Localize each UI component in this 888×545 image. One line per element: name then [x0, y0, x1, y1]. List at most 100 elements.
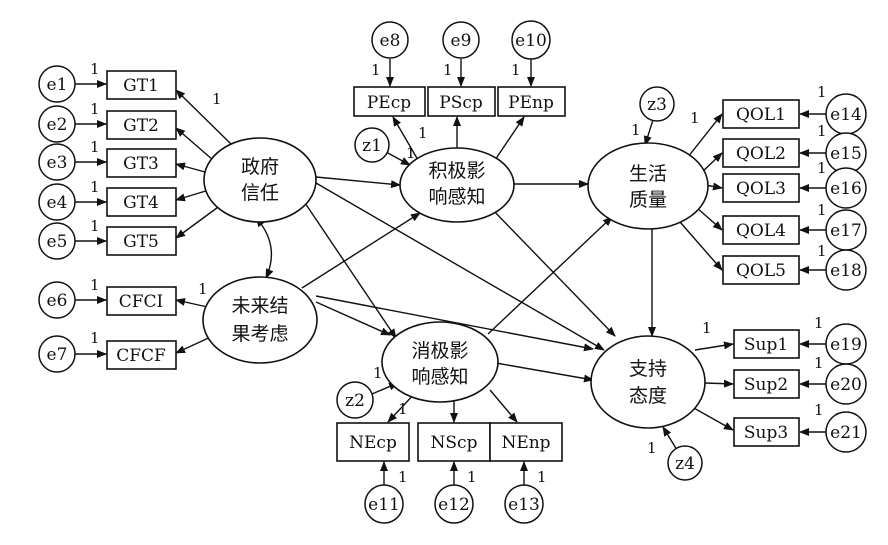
error-e18: e18	[825, 249, 867, 291]
weight-e15: 1	[817, 122, 827, 140]
svg-text:NEcp: NEcp	[349, 433, 397, 453]
svg-text:QOL3: QOL3	[736, 179, 786, 199]
latent-support: 支持 态度	[590, 335, 706, 429]
weight-e19: 1	[814, 314, 824, 332]
edge-quality-QOL5	[679, 221, 723, 271]
indicator-NEnp: NEnp	[489, 422, 563, 462]
edge-future-negative	[315, 301, 391, 336]
svg-text:PScp: PScp	[439, 93, 483, 113]
svg-text:CFCF: CFCF	[116, 346, 166, 366]
svg-text:PEcp: PEcp	[367, 93, 411, 113]
disturbance-z4: z4	[667, 445, 703, 481]
edge-z1-positive	[385, 151, 411, 166]
edge-trust-support	[315, 182, 605, 351]
svg-text:e10: e10	[515, 31, 547, 51]
observed-variables: GT1 GT2 GT3 GT4 GT5 CFCI CFCF PEcp PScp …	[106, 70, 800, 462]
weight-e10: 1	[511, 61, 521, 79]
weight-e3: 1	[90, 138, 100, 156]
indicator-GT5: GT5	[106, 226, 177, 256]
svg-text:e13: e13	[508, 495, 540, 515]
edge-quality-QOL4	[695, 206, 723, 231]
fixed-weights: 1 1 1 1 1 1 1 1 1 1 1 1 1 1 1 1 1 1 1 1 …	[90, 60, 827, 486]
error-e10: e10	[511, 20, 551, 60]
svg-text:生活: 生活	[629, 163, 667, 185]
latent-variables: 政府 信任 未来结 果考虑 积极影 响感知 消极影 响感知 生活 质量 支持 态…	[202, 137, 709, 429]
svg-text:e4: e4	[47, 193, 68, 213]
edge-z4-support	[662, 426, 678, 451]
edge-trust-GT3	[175, 162, 206, 173]
svg-text:NScp: NScp	[431, 433, 478, 453]
svg-text:e1: e1	[47, 75, 68, 95]
svg-text:e12: e12	[438, 495, 470, 515]
svg-text:e14: e14	[830, 105, 862, 125]
edge-z3-quality	[643, 119, 654, 146]
indicator-QOL2: QOL2	[722, 138, 800, 168]
weight-e17: 1	[817, 201, 827, 219]
edge-cov-trust-future	[255, 216, 274, 279]
weight-e20: 1	[814, 354, 824, 372]
svg-text:未来结: 未来结	[231, 295, 288, 317]
indicator-QOL5: QOL5	[722, 255, 800, 285]
weight-e13: 1	[537, 468, 547, 486]
svg-text:e3: e3	[47, 153, 68, 173]
svg-text:QOL1: QOL1	[736, 105, 786, 125]
svg-text:z3: z3	[647, 95, 667, 115]
weight-e14: 1	[817, 83, 827, 101]
error-e16: e16	[825, 167, 867, 209]
error-e2: e2	[38, 105, 76, 143]
svg-text:e6: e6	[47, 291, 68, 311]
indicator-QOL1: QOL1	[722, 99, 800, 129]
weight-positive-PEcp: 1	[418, 124, 428, 142]
weight-e4: 1	[90, 178, 100, 196]
edge-negative-support	[495, 362, 594, 383]
edge-trust-negative	[302, 199, 397, 339]
error-e21: e21	[825, 411, 867, 453]
edge-positive-support	[489, 206, 616, 337]
svg-text:e20: e20	[830, 375, 862, 395]
svg-text:消极影: 消极影	[411, 340, 468, 362]
indicator-NEcp: NEcp	[336, 422, 410, 462]
weight-e12: 1	[467, 468, 477, 486]
error-e1: e1	[38, 65, 76, 103]
svg-text:支持: 支持	[629, 358, 667, 380]
edge-trust-GT4	[175, 189, 210, 202]
indicator-GT3: GT3	[106, 148, 177, 178]
weight-e9: 1	[443, 61, 453, 79]
disturbance-z3: z3	[639, 86, 675, 122]
edge-support-Sup2	[704, 379, 734, 388]
svg-text:GT2: GT2	[123, 116, 159, 136]
svg-text:NEnp: NEnp	[501, 433, 550, 453]
edge-trust-positive	[315, 176, 401, 189]
error-terms: e1 e2 e3 e4 e5 e6 e7 e8 e9 e10 z1 z2 z3 …	[38, 20, 867, 524]
error-e20: e20	[825, 363, 867, 405]
svg-text:QOL2: QOL2	[736, 144, 786, 164]
weight-e6: 1	[90, 276, 100, 294]
error-e13: e13	[504, 484, 544, 524]
indicator-PScp: PScp	[427, 86, 496, 117]
error-e3: e3	[38, 143, 76, 181]
latent-negative: 消极影 响感知	[381, 321, 499, 403]
error-e9: e9	[442, 21, 480, 59]
edge-trust-GT1	[175, 89, 233, 146]
svg-text:e2: e2	[47, 115, 68, 135]
indicator-QOL4: QOL4	[722, 215, 800, 245]
svg-text:e8: e8	[380, 31, 401, 51]
error-e6: e6	[38, 281, 76, 319]
svg-text:GT1: GT1	[123, 76, 159, 96]
svg-text:GT4: GT4	[123, 193, 159, 213]
weight-e5: 1	[90, 217, 100, 235]
svg-text:e15: e15	[830, 144, 862, 164]
weight-e11: 1	[398, 468, 408, 486]
svg-text:GT3: GT3	[123, 154, 159, 174]
svg-text:e18: e18	[830, 261, 862, 281]
weight-support-Sup1: 1	[702, 319, 712, 337]
weight-z1: 1	[406, 144, 416, 162]
svg-text:z1: z1	[362, 136, 382, 156]
error-e19: e19	[825, 323, 867, 365]
svg-text:Sup1: Sup1	[744, 335, 788, 355]
weight-z4: 1	[647, 439, 657, 457]
svg-text:Sup3: Sup3	[744, 423, 788, 443]
edge-trust-GT2	[175, 127, 214, 161]
weight-z2: 1	[373, 364, 383, 382]
